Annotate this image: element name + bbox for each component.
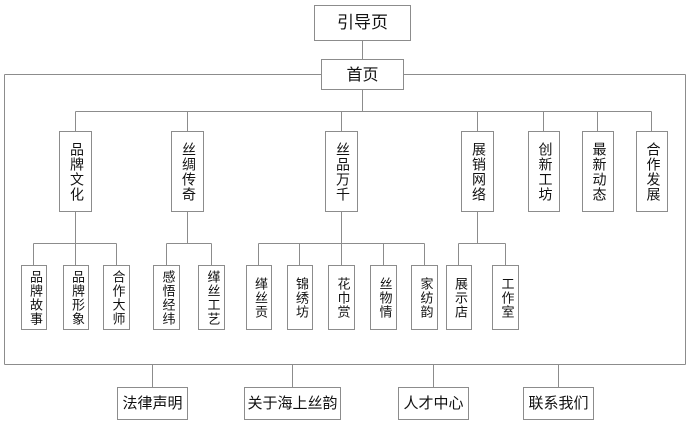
node-brand-image[interactable]: 品牌形象 [63, 265, 89, 330]
node-workshop[interactable]: 工作室 [492, 265, 519, 330]
node-kesi-tribute[interactable]: 缂丝贡 [246, 265, 272, 330]
node-home-textile[interactable]: 家纺韵 [411, 265, 438, 330]
node-latest-news[interactable]: 最新动态 [582, 131, 614, 212]
node-about-us[interactable]: 关于海上丝韵 [244, 387, 341, 420]
node-talent-center[interactable]: 人才中心 [398, 387, 469, 420]
node-innovation-studio[interactable]: 创新工坊 [528, 131, 560, 212]
node-showroom[interactable]: 展示店 [446, 265, 472, 330]
node-silk-feeling[interactable]: 丝物情 [370, 265, 397, 330]
node-kesi-craft[interactable]: 缂丝工艺 [198, 265, 225, 330]
node-scarf-appreciation[interactable]: 花巾赏 [328, 265, 355, 330]
node-silk-legend[interactable]: 丝绸传奇 [171, 131, 204, 212]
node-contact-us[interactable]: 联系我们 [523, 387, 594, 420]
node-legal-statement[interactable]: 法律声明 [117, 387, 188, 420]
node-brocade-workshop[interactable]: 锦绣坊 [287, 265, 313, 330]
node-brand-culture[interactable]: 品牌文化 [59, 131, 92, 212]
node-silk-products[interactable]: 丝品万千 [325, 131, 358, 212]
node-brand-story[interactable]: 品牌故事 [21, 265, 47, 330]
node-home-page[interactable]: 首页 [321, 59, 404, 90]
node-cooperation-development[interactable]: 合作发展 [636, 131, 668, 212]
node-master-cooperation[interactable]: 合作大师 [103, 265, 130, 330]
node-insight-warp-weft[interactable]: 感悟经纬 [153, 265, 180, 330]
node-landing-page[interactable]: 引导页 [314, 5, 411, 41]
node-sales-network[interactable]: 展销网络 [461, 131, 494, 212]
